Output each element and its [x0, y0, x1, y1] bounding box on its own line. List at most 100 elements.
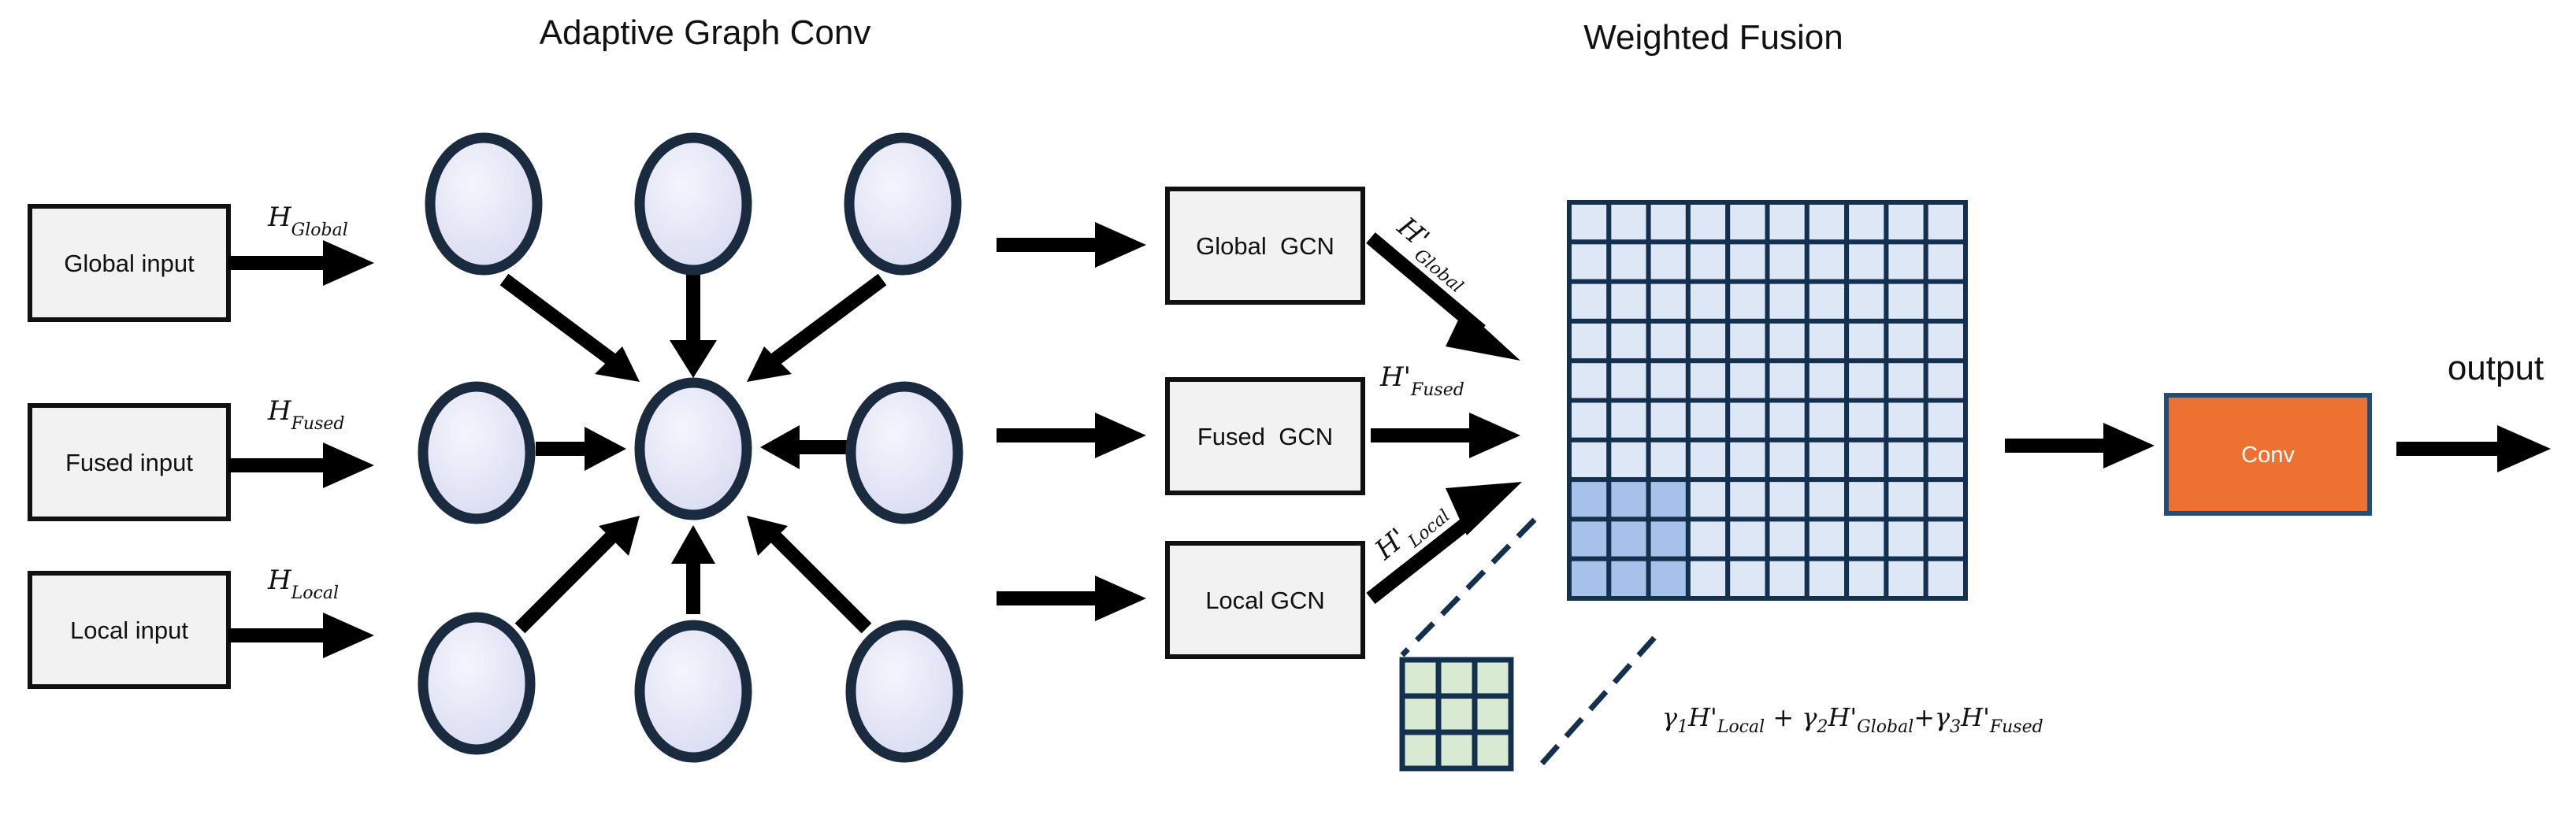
- grid-cell: [1606, 239, 1651, 284]
- grid-cell: [1844, 318, 1889, 364]
- h-prime-fused-symbol: H'Fused: [1379, 361, 1464, 400]
- kernel-cell: [1399, 693, 1442, 735]
- local-input-box: Local input: [28, 571, 231, 689]
- global-input-label: Global input: [64, 250, 195, 277]
- local-gcn-box: Local GCN: [1165, 541, 1365, 659]
- grid-cell: [1844, 279, 1889, 324]
- grid-cell: [1725, 358, 1770, 403]
- grid-cell: [1685, 398, 1731, 442]
- conv-box: Conv: [2164, 393, 2372, 516]
- grid-cell: [1646, 398, 1691, 442]
- grid-cell: [1646, 239, 1691, 284]
- fused-input-label: Fused input: [65, 449, 193, 476]
- grid-cell: [1725, 200, 1770, 245]
- node-bottom-left: [418, 612, 536, 755]
- grid-cell: [1844, 556, 1889, 602]
- kernel-cell: [1472, 729, 1514, 772]
- grid-cell: [1884, 398, 1928, 442]
- global-input-box: Global input: [28, 204, 231, 322]
- grid-cell-highlighted: [1646, 556, 1691, 602]
- fused-gcn-box: Fused GCN: [1165, 377, 1365, 495]
- grid-cell: [1844, 358, 1889, 403]
- grid-cell: [1923, 517, 1968, 561]
- edge-bottom-right: [768, 530, 872, 634]
- graph-nodes: [418, 132, 963, 763]
- grid-cell: [1725, 279, 1770, 324]
- grid-cell: [1804, 556, 1850, 602]
- grid-cell: [1765, 437, 1810, 483]
- grid-cell: [1765, 556, 1810, 602]
- grid-cell: [1725, 437, 1770, 483]
- grid-cell-highlighted: [1606, 477, 1651, 522]
- edge-top-left: [499, 273, 618, 367]
- node-left: [418, 381, 536, 524]
- h-global-symbol: HGlobal: [267, 202, 348, 240]
- h-fused-symbol: HFused: [267, 395, 344, 434]
- grid-cell: [1765, 358, 1810, 403]
- grid-cell-highlighted: [1646, 517, 1691, 561]
- grid-cell: [1804, 437, 1850, 483]
- grid-cell: [1804, 200, 1850, 245]
- grid-cell: [1923, 398, 1968, 442]
- grid-cell: [1725, 517, 1770, 561]
- kernel-cell: [1435, 657, 1478, 699]
- grid-cell: [1884, 556, 1928, 602]
- fusion-grid: [1567, 200, 1968, 602]
- grid-cell: [1567, 437, 1612, 483]
- grid-cell: [1923, 318, 1968, 364]
- node-bottom-right: [845, 620, 963, 763]
- grid-cell: [1646, 279, 1691, 324]
- grid-cell: [1884, 358, 1928, 403]
- grid-cell: [1844, 200, 1889, 245]
- node-top-left: [425, 132, 543, 276]
- grid-cell: [1646, 358, 1691, 403]
- grid-cell: [1685, 437, 1731, 483]
- grid-cell: [1844, 239, 1889, 284]
- grid-cell: [1567, 279, 1612, 324]
- grid-cell: [1685, 318, 1731, 364]
- grid-cell: [1606, 437, 1651, 483]
- grid-cell: [1765, 279, 1810, 324]
- grid-cell: [1606, 200, 1651, 245]
- edge-bottom-left: [514, 530, 618, 634]
- grid-cell: [1685, 200, 1731, 245]
- grid-cell: [1606, 398, 1651, 442]
- grid-cell: [1844, 398, 1889, 442]
- grid-cell: [1646, 318, 1691, 364]
- projection-lines: [1400, 517, 1657, 772]
- grid-cell: [1884, 517, 1928, 561]
- node-top-right: [844, 132, 962, 276]
- grid-cell-highlighted: [1606, 556, 1651, 602]
- kernel-cell: [1472, 657, 1514, 699]
- grid-cell-highlighted: [1606, 517, 1651, 561]
- fusion-formula: γ1H'Local + γ2H'Global+γ3H'Fused: [1662, 702, 2043, 737]
- conv-label: Conv: [2241, 442, 2295, 468]
- node-top: [634, 132, 752, 276]
- grid-cell: [1804, 517, 1850, 561]
- fused-input-box: Fused input: [28, 403, 231, 521]
- grid-cell: [1725, 239, 1770, 284]
- global-gcn-label: Global GCN: [1196, 232, 1334, 260]
- grid-cell: [1923, 279, 1968, 324]
- weighted-fusion-title: Weighted Fusion: [1583, 18, 1843, 57]
- kernel-cell: [1435, 693, 1478, 735]
- grid-cell: [1725, 477, 1770, 522]
- grid-cell: [1685, 477, 1731, 522]
- grid-cell: [1567, 358, 1612, 403]
- edge-top-right: [769, 273, 887, 367]
- kernel-cell: [1435, 729, 1478, 772]
- grid-cell: [1804, 398, 1850, 442]
- grid-cell: [1685, 239, 1731, 284]
- grid-cell: [1646, 200, 1691, 245]
- grid-cell: [1884, 477, 1928, 522]
- grid-cell: [1765, 239, 1810, 284]
- grid-cell: [1765, 517, 1810, 561]
- grid-cell: [1685, 358, 1731, 403]
- grid-cell: [1884, 200, 1928, 245]
- grid-cell-highlighted: [1567, 477, 1612, 522]
- grid-cell: [1725, 556, 1770, 602]
- grid-cell: [1844, 477, 1889, 522]
- adaptive-graph-conv-title: Adaptive Graph Conv: [540, 13, 871, 52]
